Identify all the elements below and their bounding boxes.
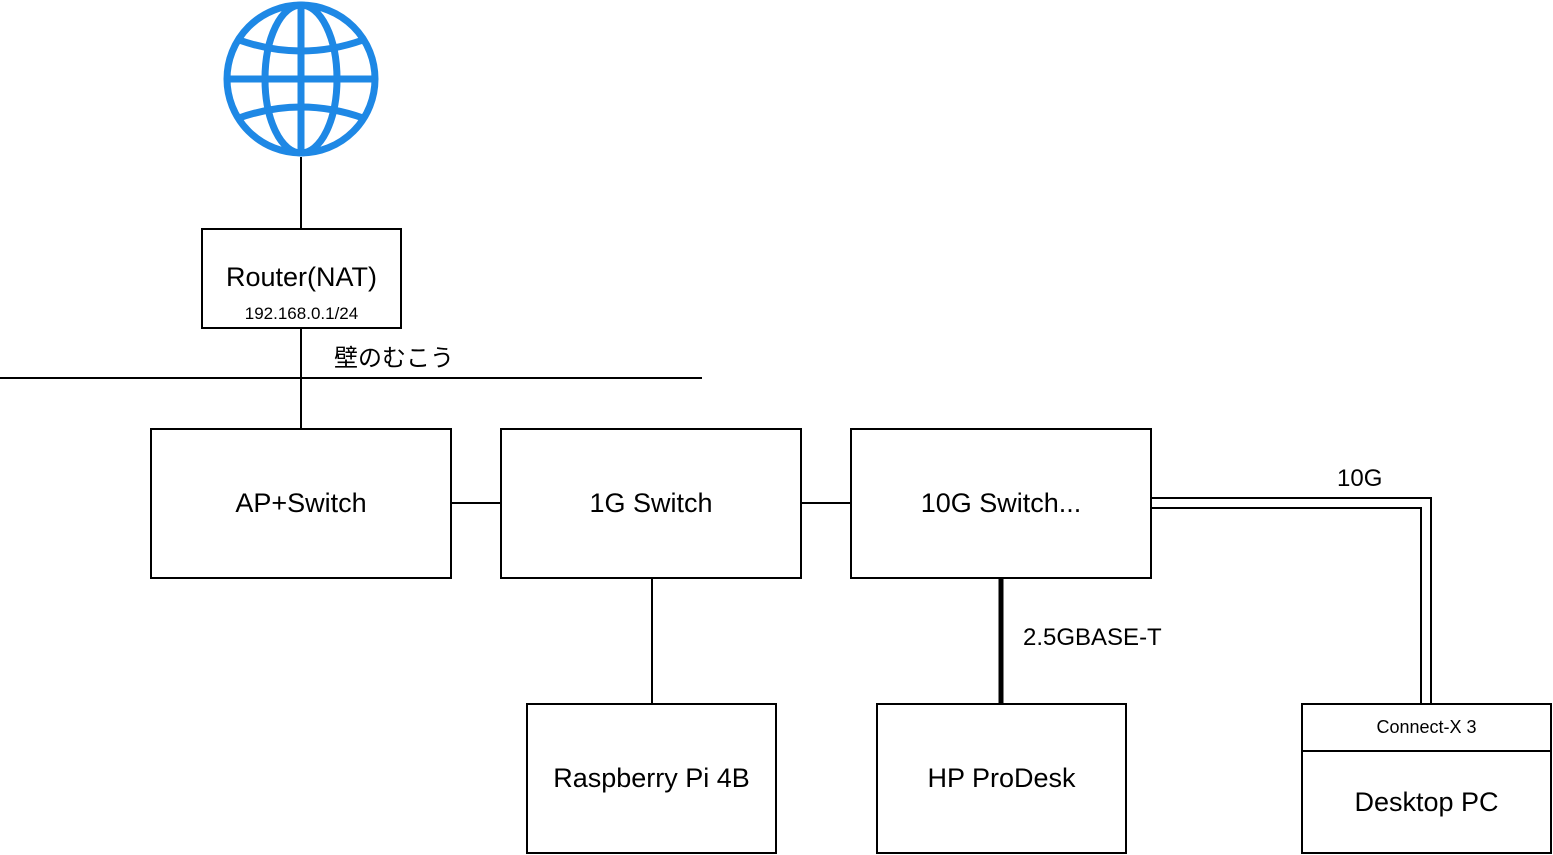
raspberry-pi-label: Raspberry Pi 4B	[553, 763, 750, 793]
globe-icon	[223, 1, 379, 157]
router-address: 192.168.0.1/24	[244, 304, 359, 323]
desktop-pc-node: Connect-X 3 Desktop PC	[1301, 703, 1552, 854]
switch-1g-label: 1G Switch	[589, 488, 713, 518]
switch-1g-node: 1G Switch	[500, 428, 802, 579]
hp-prodesk-node: HP ProDesk	[876, 703, 1127, 854]
edge-label-10g: 10G	[1337, 465, 1383, 492]
ap-switch-node: AP+Switch	[150, 428, 452, 579]
wall-label: 壁のむこう	[334, 345, 454, 372]
link-10g-desktop-inner	[1152, 507, 1422, 704]
router-title: Router(NAT)	[225, 262, 378, 292]
switch-10g-node: 10G Switch...	[850, 428, 1152, 579]
hp-prodesk-label: HP ProDesk	[927, 763, 1076, 793]
switch-10g-label: 10G Switch...	[920, 488, 1082, 518]
nic-label: Connect-X 3	[1303, 705, 1550, 752]
raspberry-pi-node: Raspberry Pi 4B	[526, 703, 777, 854]
ap-switch-label: AP+Switch	[235, 488, 367, 518]
desktop-pc-label: Desktop PC	[1354, 786, 1499, 817]
router-node: Router(NAT) 192.168.0.1/24	[201, 228, 402, 329]
link-10g-desktop-outer	[1152, 497, 1432, 704]
edge-label-2-5gbase-t: 2.5GBASE-T	[1023, 624, 1162, 651]
